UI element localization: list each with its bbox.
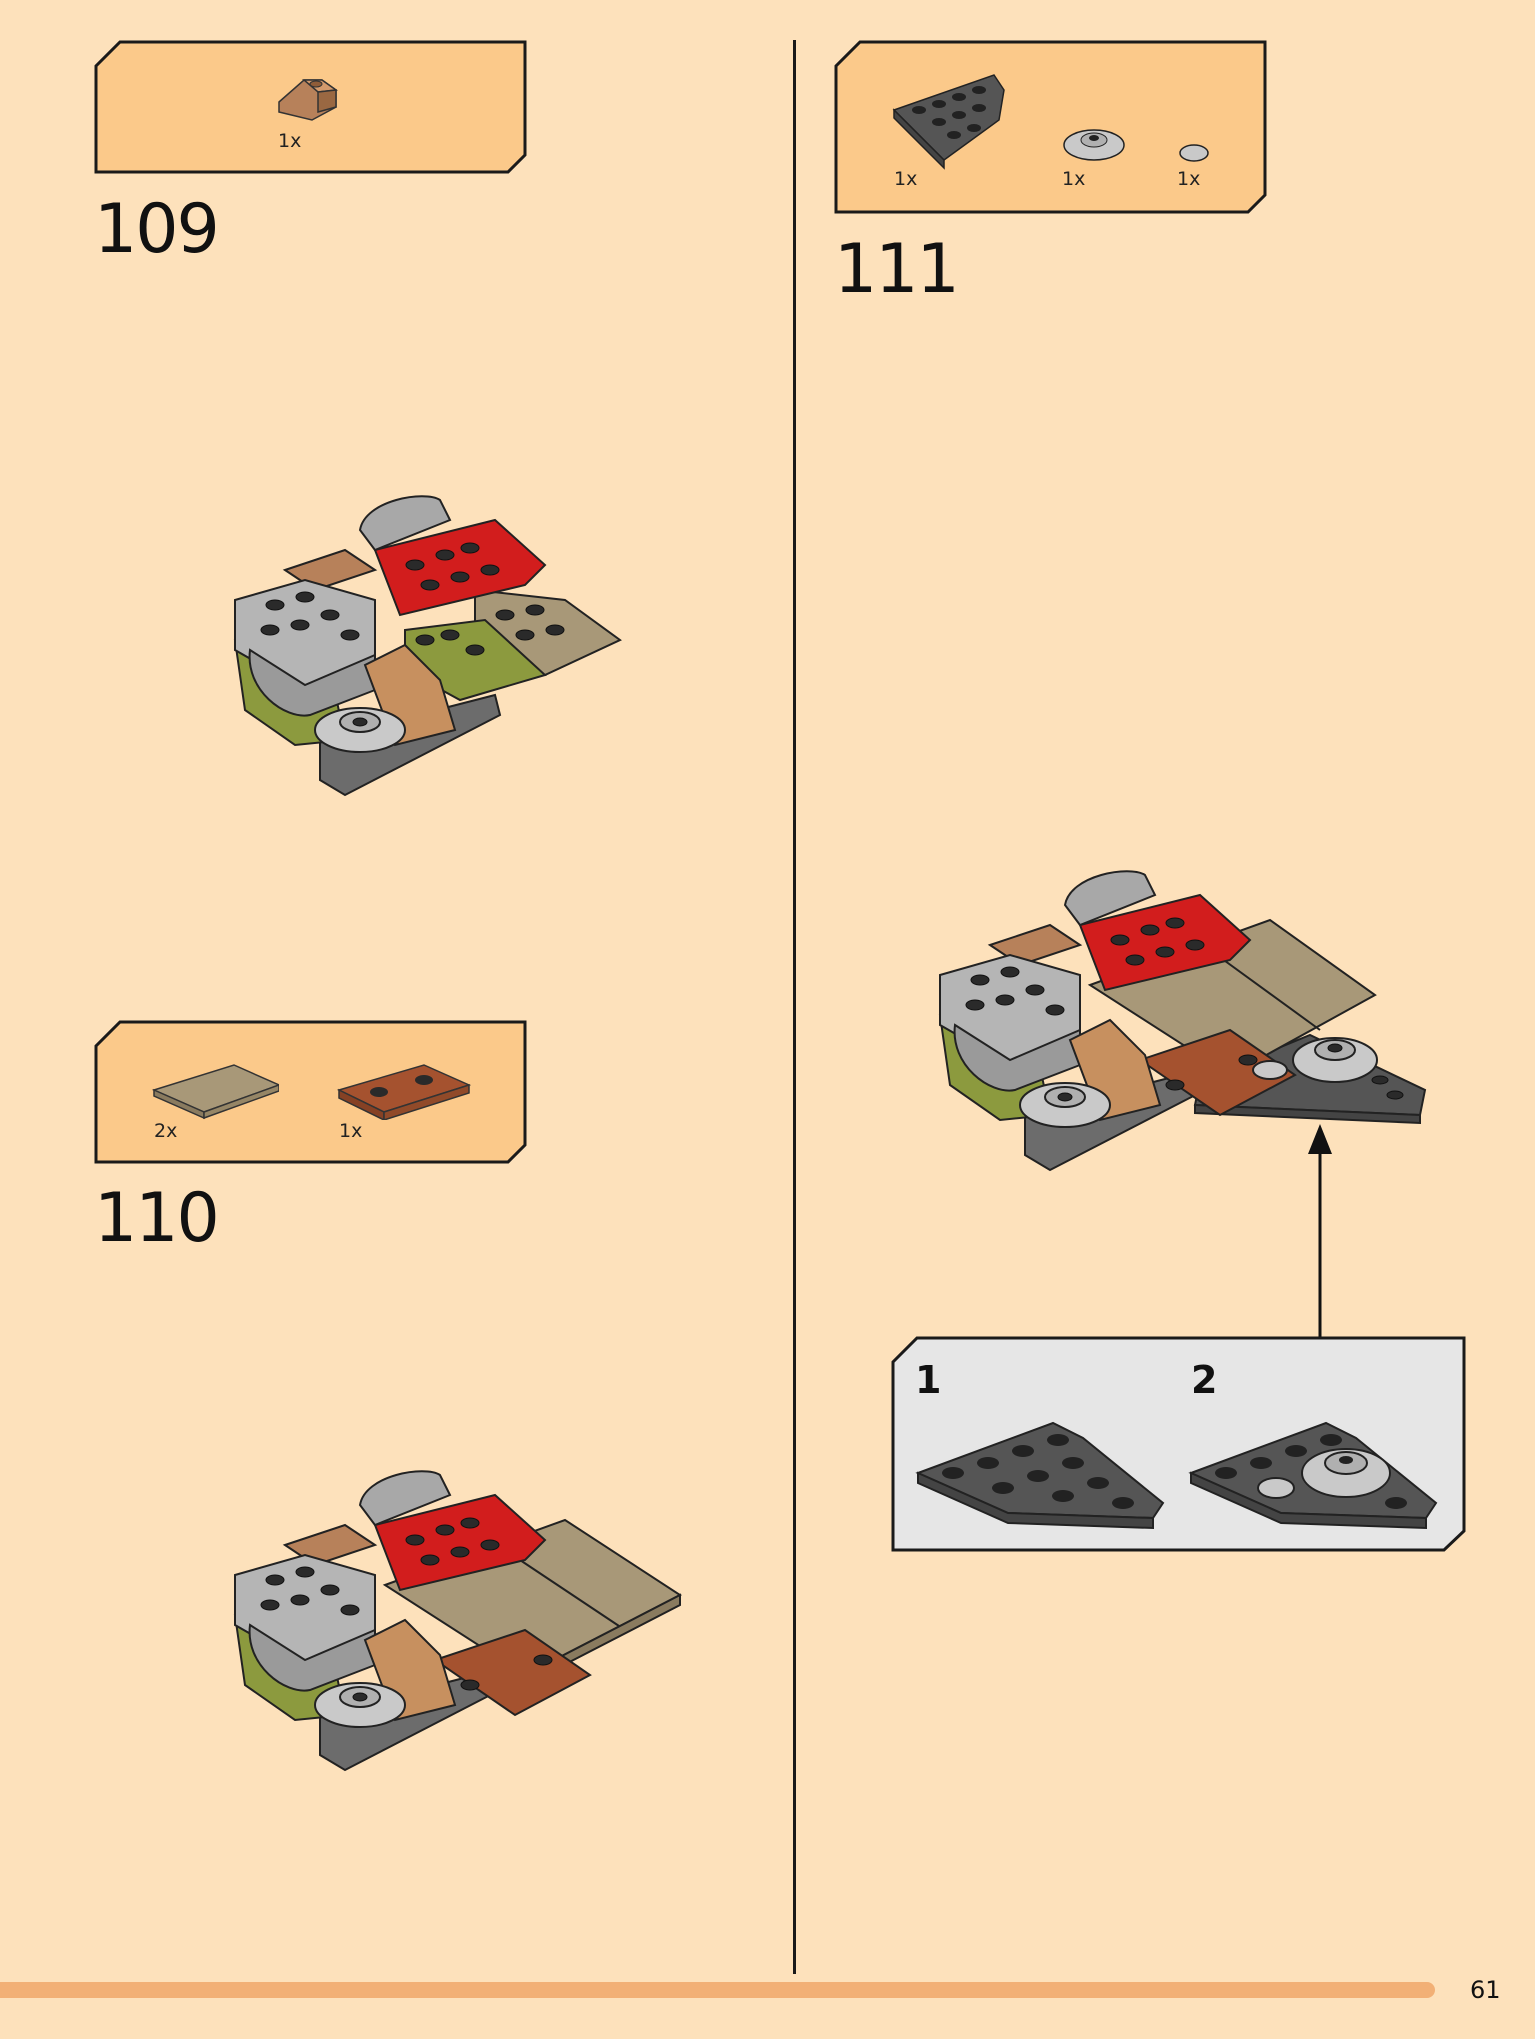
- brown-plate-2-studs-icon: [336, 1064, 472, 1120]
- callout-frame: [834, 40, 1267, 214]
- page-number: 61: [1470, 1976, 1501, 2004]
- step-109-parts-callout: 1x: [94, 40, 528, 175]
- subassembly-step-2-label: 2: [1191, 1358, 1218, 1402]
- step-number-111: 111: [834, 230, 960, 309]
- step-111-subassembly-box: 1 2: [891, 1336, 1467, 1553]
- part-quantity: 2x: [154, 1120, 178, 1142]
- part-quantity: 1x: [278, 130, 302, 152]
- tan-tile-icon: [151, 1064, 279, 1120]
- step-111-parts-callout: 1x 1x 1x: [834, 40, 1268, 215]
- part-quantity: 1x: [1177, 168, 1201, 190]
- part-quantity: 1x: [894, 168, 918, 190]
- callout-frame: [94, 1020, 527, 1164]
- step-110-parts-callout: 2x 1x: [94, 1020, 528, 1165]
- dark-gray-wedge-plate-icon: [892, 74, 1005, 170]
- gray-round-tile-icon: [1179, 144, 1209, 162]
- subassembly-step-1-label: 1: [915, 1358, 942, 1402]
- step-number-109: 109: [94, 190, 220, 269]
- footer-bar: [0, 1982, 1435, 1998]
- step-number-110: 110: [94, 1179, 220, 1258]
- gray-round-plate-icon: [1063, 129, 1125, 161]
- column-divider: [793, 40, 796, 1974]
- part-quantity: 1x: [1062, 168, 1086, 190]
- subassembly-arrow-icon: [1308, 1124, 1332, 1338]
- step-109-model: [233, 495, 622, 797]
- part-quantity: 1x: [339, 1120, 363, 1142]
- tan-slope-brick-icon: [278, 79, 339, 121]
- subassembly-step-1-wedge-icon: [915, 1421, 1165, 1530]
- subassembly-step-2-wedge-icon: [1188, 1421, 1438, 1530]
- step-111-model: [938, 870, 1427, 1172]
- step-110-model: [233, 1470, 682, 1772]
